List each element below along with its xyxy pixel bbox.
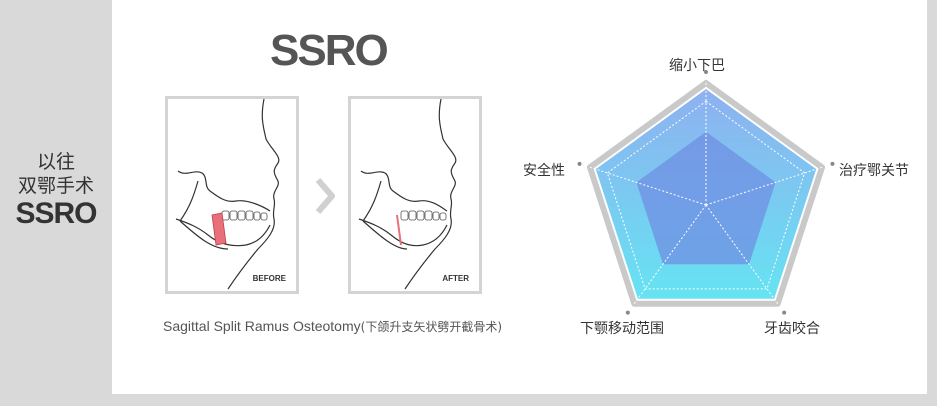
radar-axis-dot bbox=[830, 161, 835, 166]
radar-grid-ring bbox=[606, 100, 806, 290]
radar-axis-dot bbox=[782, 310, 787, 315]
radar-label-jaw-movement-range: 下颚移动范围 bbox=[580, 321, 664, 337]
radar-axis-dot bbox=[625, 310, 630, 315]
radar-label-chin-reduction: 缩小下巴 bbox=[669, 58, 725, 74]
radar-axis-dot bbox=[704, 70, 708, 75]
side-label-line1: 以往 bbox=[36, 151, 75, 173]
page-title: SSRO bbox=[270, 26, 389, 75]
caption-en: Sagittal Split Ramus Osteotomy bbox=[163, 318, 361, 334]
before-jaw-drawing bbox=[175, 99, 280, 290]
radar-spoke bbox=[705, 204, 779, 304]
after-jaw-drawing bbox=[358, 99, 457, 290]
radar-spoke bbox=[705, 166, 823, 206]
radar-outer-frame bbox=[586, 80, 826, 307]
procedure-caption: Sagittal Split Ramus Osteotomy(下颌升支矢状劈开截… bbox=[163, 318, 502, 335]
radar-spoke bbox=[589, 166, 707, 206]
before-cut-region bbox=[211, 212, 227, 246]
radar-label-occlusion: 牙齿咬合 bbox=[764, 321, 820, 337]
side-label-line2: 双鄂手术 bbox=[17, 175, 94, 197]
before-illustration: BEFORE bbox=[165, 96, 299, 294]
after-illustration: AFTER bbox=[348, 96, 482, 294]
radar-spoke bbox=[633, 204, 707, 304]
chevron-right-icon bbox=[315, 178, 335, 214]
before-tag: BEFORE bbox=[252, 274, 286, 283]
radar-label-tmj-treatment: 治疗鄂关节 bbox=[839, 163, 909, 179]
side-label-line3: SSRO bbox=[15, 197, 97, 230]
radar-inner-area bbox=[636, 131, 776, 265]
after-cut-line bbox=[396, 214, 402, 246]
after-tag: AFTER bbox=[442, 274, 469, 283]
radar-label-safety: 安全性 bbox=[523, 163, 565, 179]
caption-zh: (下颌升支矢状劈开截骨术) bbox=[360, 320, 503, 334]
radar-axis-dot bbox=[577, 161, 582, 166]
side-label: 以往 双鄂手术 SSRO bbox=[0, 150, 112, 230]
